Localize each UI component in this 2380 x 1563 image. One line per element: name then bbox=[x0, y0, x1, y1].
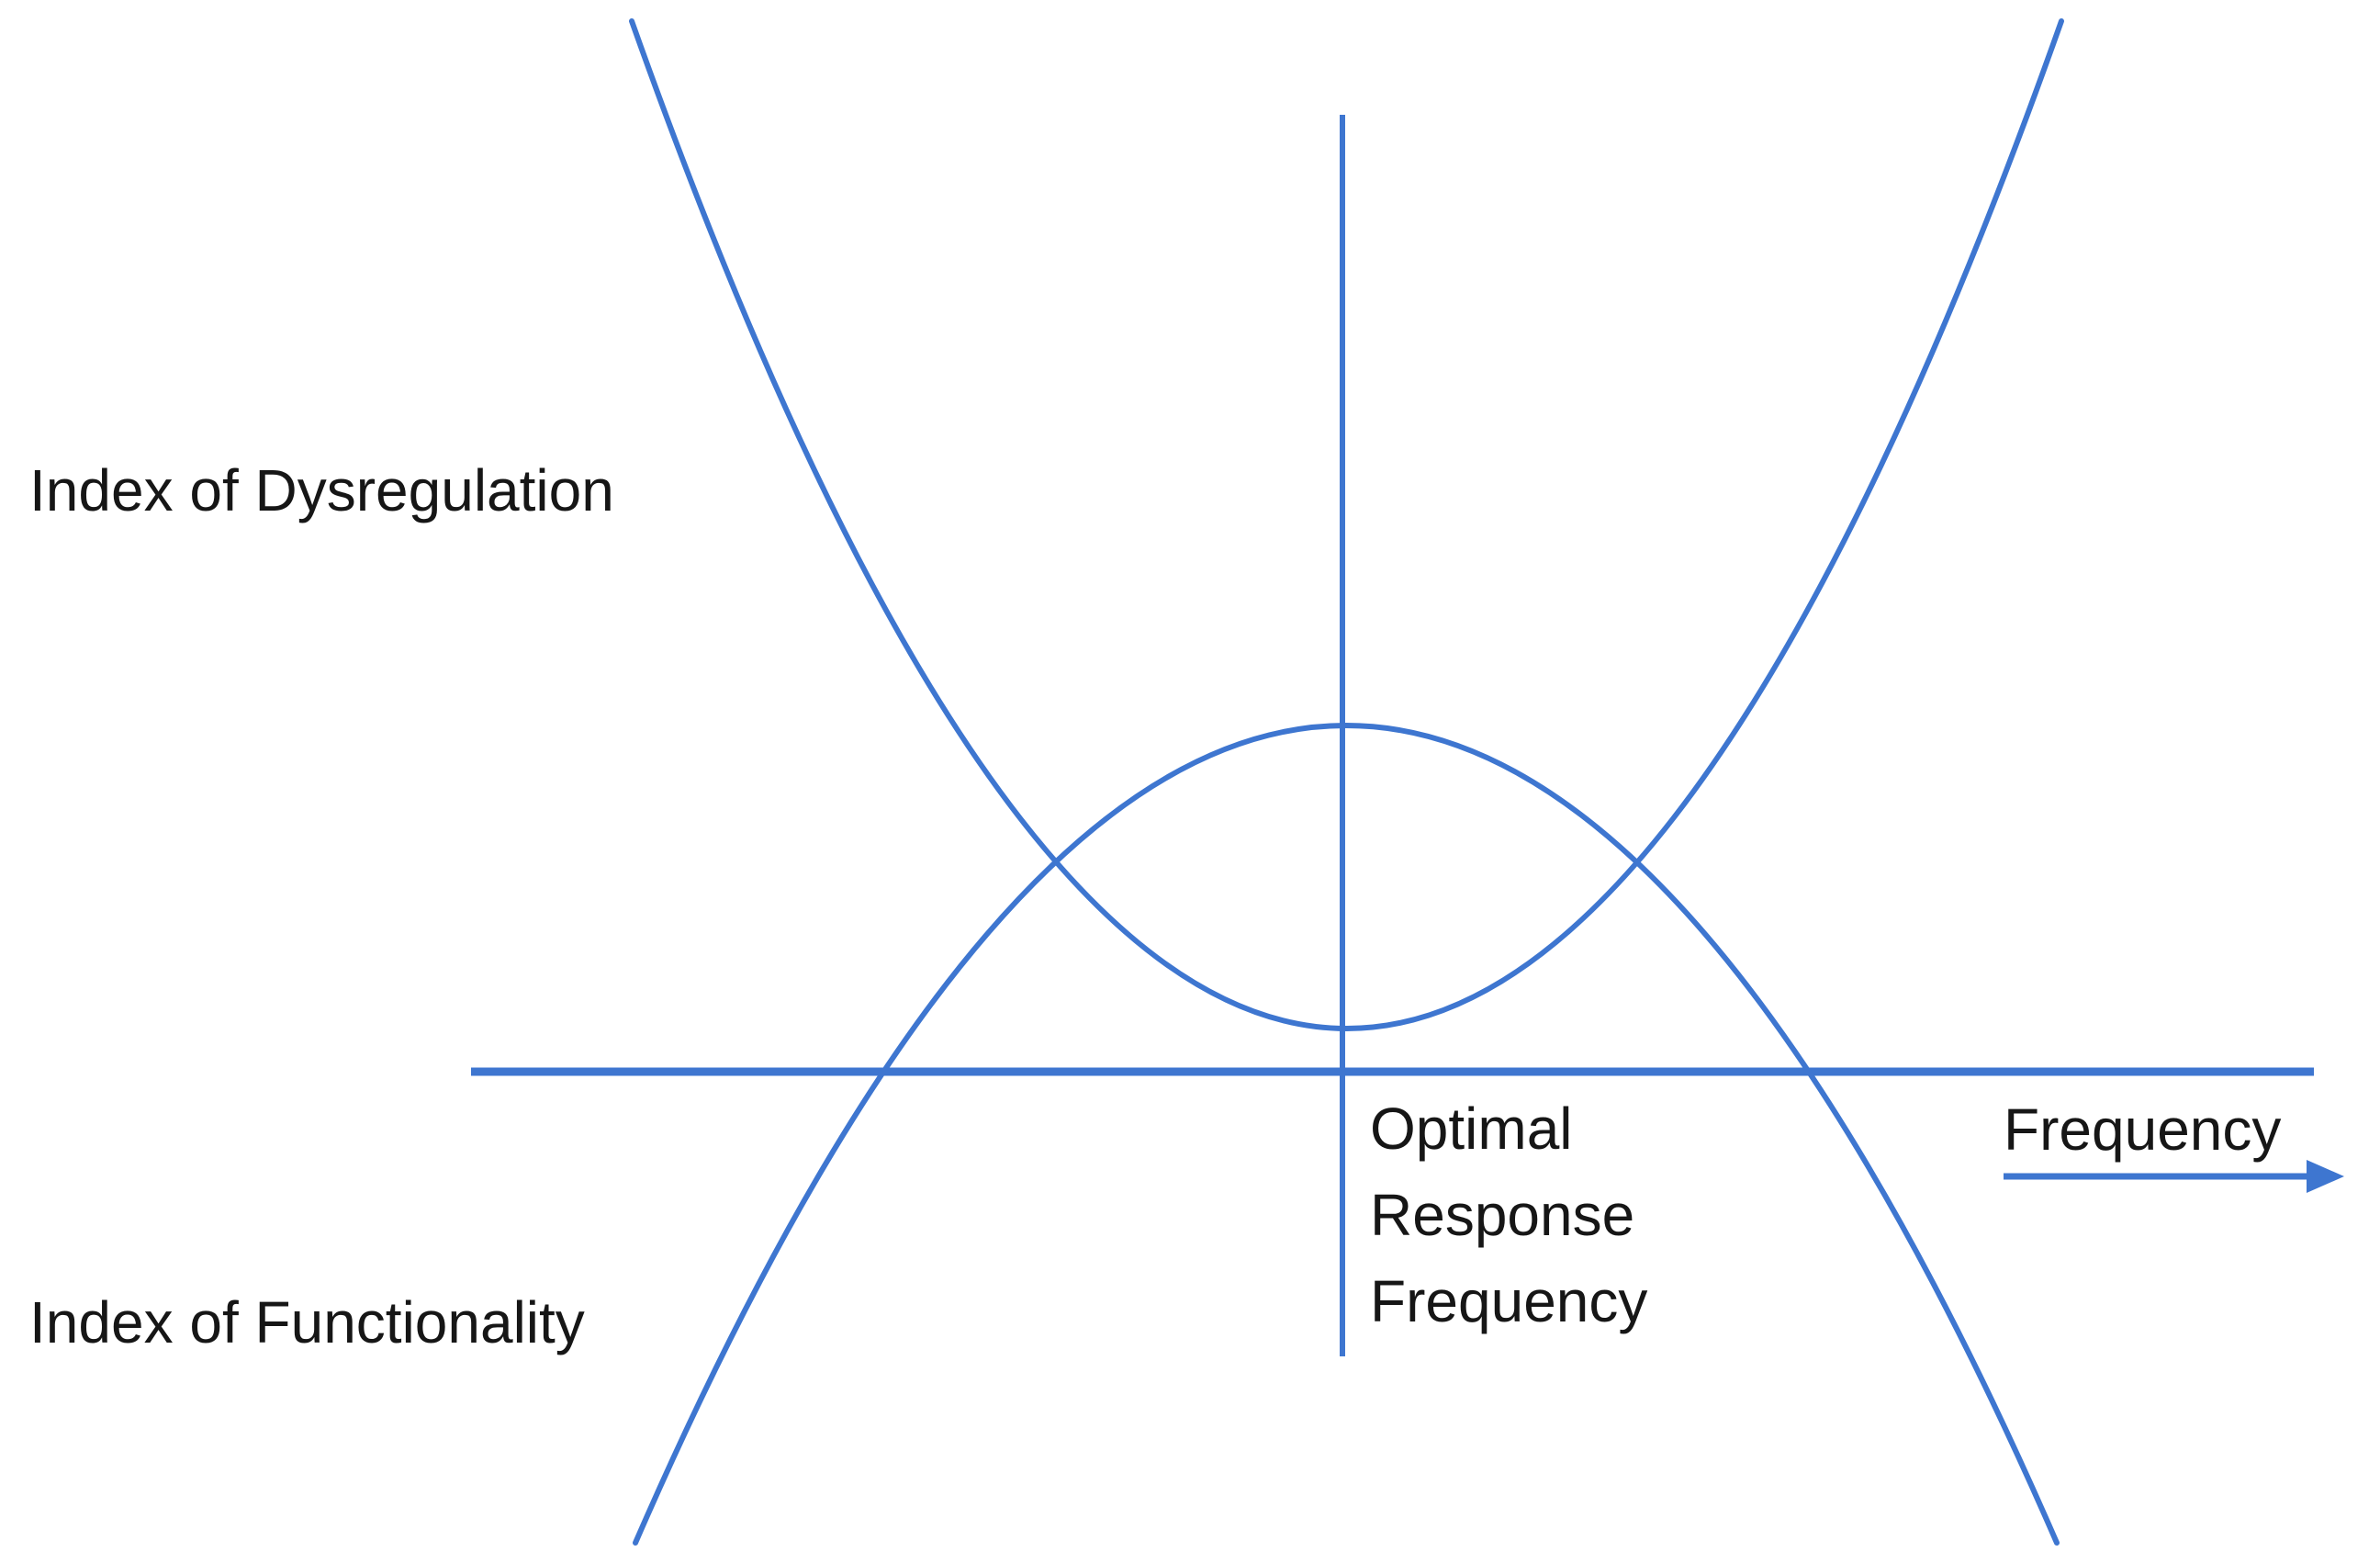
optimal-label-line-3: Frequency bbox=[1370, 1268, 1648, 1334]
dysregulation-axis-label: Index of Dysregulation bbox=[29, 457, 614, 523]
dysregulation-curve bbox=[629, 18, 2064, 1031]
frequency-axis-label: Frequency bbox=[2004, 1096, 2282, 1163]
functionality-axis-label: Index of Functionality bbox=[29, 1289, 585, 1355]
optimal-label-line-2: Response bbox=[1370, 1182, 1635, 1248]
functionality-curve bbox=[633, 723, 2060, 1546]
frequency-arrow-head-icon bbox=[2307, 1160, 2344, 1193]
optimal-label-line-1: Optimal bbox=[1370, 1096, 1573, 1162]
optimal-response-frequency-label: Optimal Response Frequency bbox=[1370, 1085, 1647, 1344]
